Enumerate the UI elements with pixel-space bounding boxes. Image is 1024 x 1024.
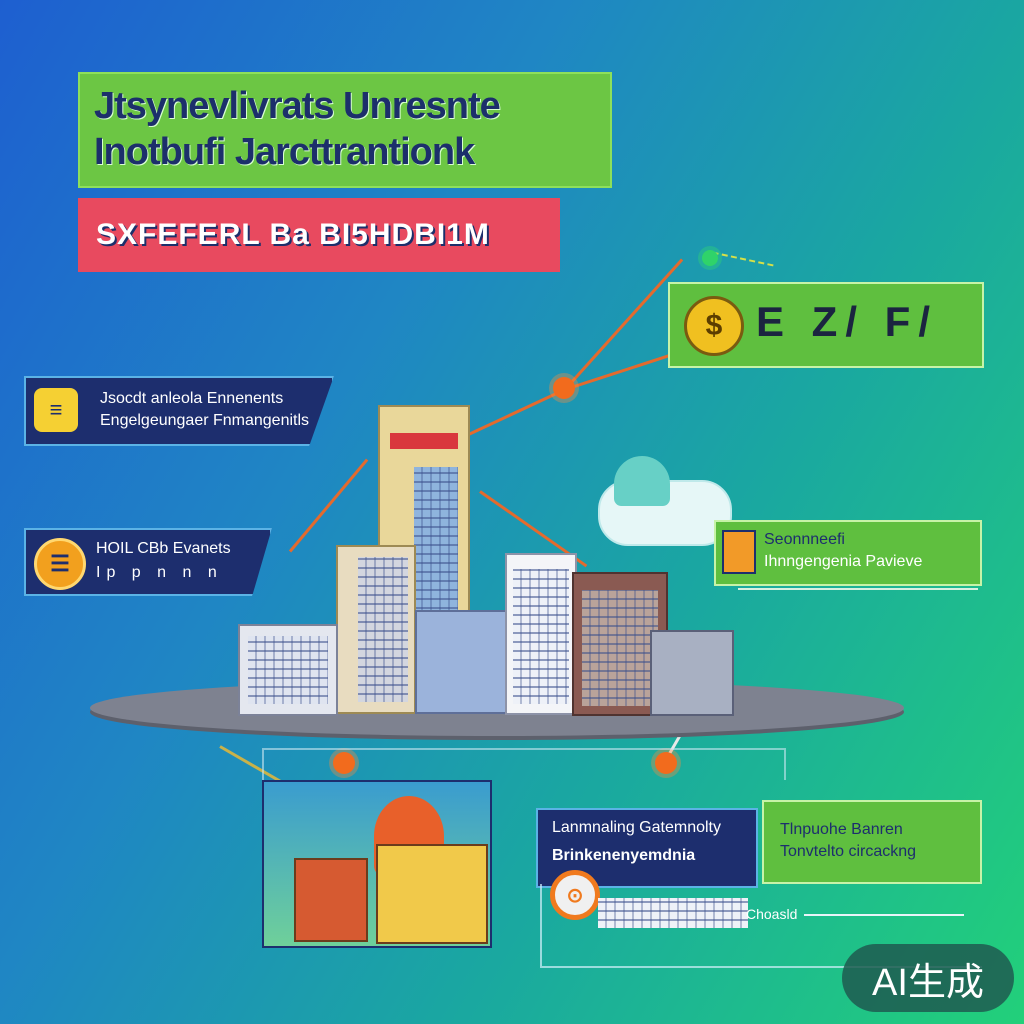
chart-icon — [722, 530, 756, 574]
title-line-1: Jtsynevlivrats Unresnte — [94, 85, 501, 127]
office-building — [336, 545, 416, 714]
white-building — [505, 553, 577, 715]
tower-sign — [390, 433, 458, 449]
dollar-coin-icon: $ — [684, 296, 744, 356]
gear-icon: ⊙ — [550, 870, 600, 920]
street-illustration — [262, 780, 492, 948]
card-line-2: Ip p n n n — [96, 564, 223, 581]
card-line-1: Jsocdt anleola Ennenents — [100, 390, 284, 407]
bottom-panel: ⊙ Choasld — [540, 870, 982, 968]
card-line-2: Engelgeungaer Fnmangenitls — [100, 412, 310, 429]
small-label: Choasld — [746, 906, 798, 922]
divider-line — [804, 914, 964, 916]
left-building-windows — [248, 636, 328, 704]
card-line-1: HOIL CBb Evanets — [96, 540, 231, 557]
brick-building — [572, 572, 668, 716]
info-card-left-1: ≡ Jsocdt anleola Ennenents Engelgeungaer… — [24, 376, 334, 446]
info-card-right-mid: Seonnneefi Ihnngengenia Pavieve — [714, 520, 982, 586]
card-line-2: Tonvtelto circackng — [780, 843, 917, 860]
connector-node — [655, 752, 677, 774]
brick-building-windows — [582, 590, 658, 706]
subtitle-text: SXFEFERL Ba BI5HDBI1M — [96, 218, 490, 251]
blue-building — [415, 610, 509, 714]
card-line-2: Brinkenenyemdnia — [552, 847, 696, 864]
shop-building-left — [294, 858, 368, 942]
card-symbols: E Z/ F/ — [756, 298, 938, 345]
divider-line — [738, 588, 978, 590]
low-building — [650, 630, 734, 716]
card-line-1: Seonnneefi — [764, 531, 845, 548]
title-banner: Jtsynevlivrats Unresnte Inotbufi Jarcttr… — [78, 72, 612, 188]
frame-line — [262, 748, 786, 780]
left-building — [238, 624, 338, 716]
info-card-bottom-green: Tlnpuohe Banren Tonvtelto circackng — [762, 800, 982, 884]
bar-strip — [598, 898, 748, 928]
subtitle-banner: SXFEFERL Ba BI5HDBI1M — [78, 198, 560, 272]
document-icon: ≡ — [34, 388, 78, 432]
card-line-1: Tlnpuohe Banren — [780, 821, 903, 838]
database-icon: ☰ — [34, 538, 86, 590]
info-card-top-right: $ E Z/ F/ — [668, 282, 984, 368]
shop-building — [376, 844, 488, 944]
connector-node — [702, 250, 718, 266]
card-line-2: Ihnngengenia Pavieve — [764, 553, 923, 570]
connector-node — [333, 752, 355, 774]
cloud-icon-top — [614, 456, 670, 506]
watermark-text: AI生成 — [872, 961, 984, 1004]
card-line-1: Lanmnaling Gatemnolty — [552, 819, 721, 836]
office-windows — [358, 557, 408, 702]
title-line-2: Inotbufi Jarcttrantionk — [94, 131, 475, 173]
ai-watermark-badge: AI生成 — [842, 944, 1014, 1012]
info-card-left-2: ☰ HOIL CBb Evanets Ip p n n n — [24, 528, 272, 596]
white-building-windows — [513, 569, 569, 704]
connector-node — [553, 377, 575, 399]
